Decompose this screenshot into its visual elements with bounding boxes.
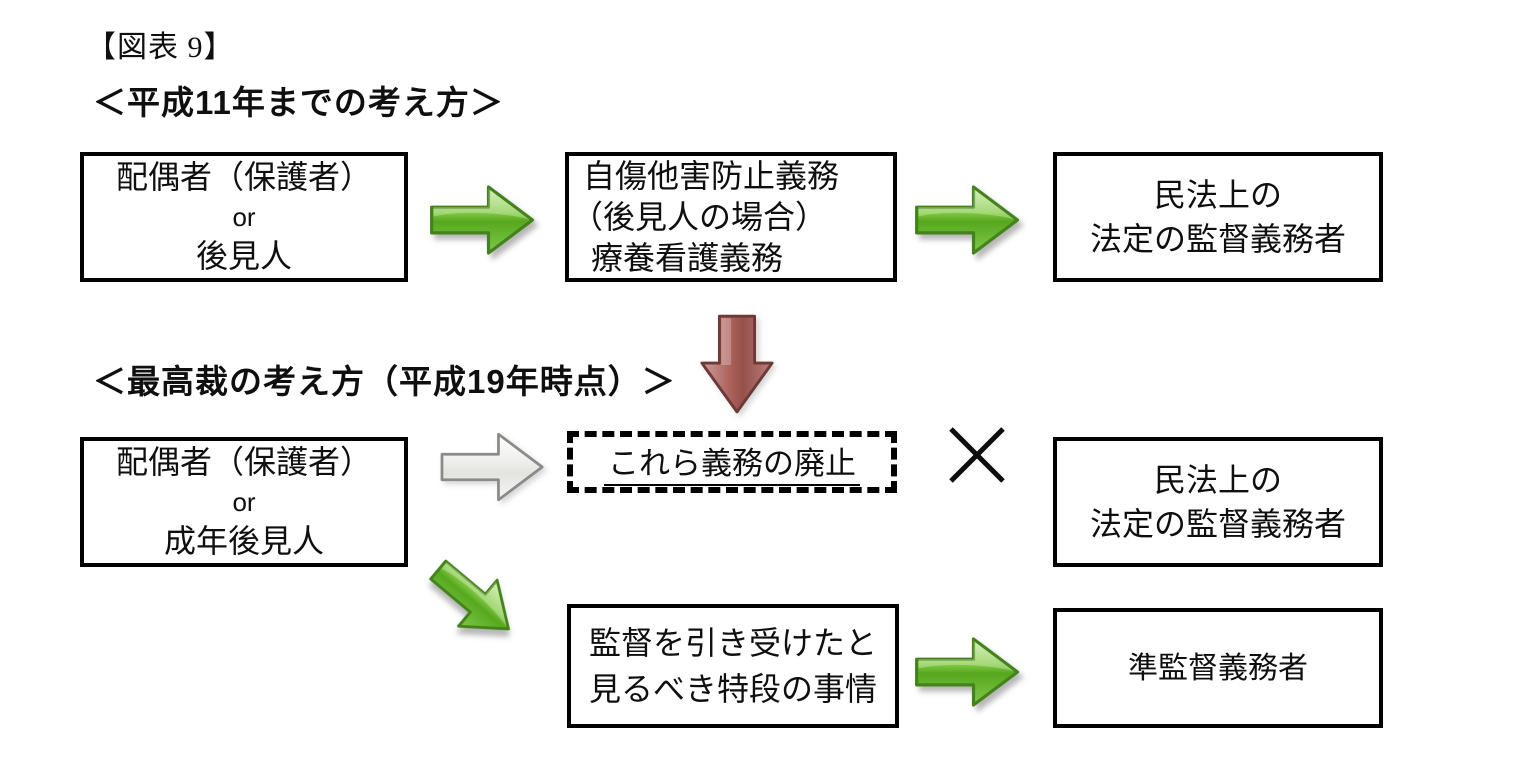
green-arrow-icon: [913, 176, 1023, 264]
abolition-label: これら義務の廃止: [604, 438, 860, 486]
figure-title: 【図表 9】: [86, 31, 235, 64]
box-line: 自傷他害防止義務: [583, 157, 840, 194]
red-down-arrow-icon: [696, 312, 778, 418]
box-line: 法定の監督義務者: [1089, 221, 1346, 257]
box-statutory-supervisor-old: 民法上の 法定の監督義務者: [1053, 152, 1383, 282]
box-spouse-or-guardian-old: 配偶者（保護者） or 後見人: [80, 152, 408, 282]
white-arrow-icon: [437, 426, 549, 508]
green-arrow-icon: [913, 628, 1023, 716]
box-line: or: [232, 487, 256, 517]
box-line: 民法上の: [1153, 177, 1282, 213]
box-line: or: [232, 202, 256, 232]
box-special-circumstances: 監督を引き受けたと 見るべき特段の事情: [567, 604, 899, 728]
box-line: 配偶者（保護者）: [115, 444, 372, 480]
box-spouse-or-adult-guardian: 配偶者（保護者） or 成年後見人: [80, 437, 408, 567]
box-line: 療養看護義務: [591, 239, 784, 276]
box-line: 法定の監督義務者: [1089, 506, 1346, 542]
box-duties-old: 自傷他害防止義務 （後見人の場合） 療養看護義務: [565, 152, 897, 282]
box-line: 成年後見人: [163, 523, 324, 559]
box-statutory-supervisor-new: 民法上の 法定の監督義務者: [1053, 437, 1383, 567]
section-heading-supreme-court: ＜最高裁の考え方（平成19年時点）＞: [93, 363, 676, 400]
green-arrow-icon: [428, 176, 538, 264]
box-line: 後見人: [195, 238, 292, 274]
section-heading-heisei11: ＜平成11年までの考え方＞: [93, 84, 504, 121]
cross-icon: [942, 420, 1012, 490]
dashed-box-abolition: これら義務の廃止: [567, 431, 897, 493]
box-line: 見るべき特段の事情: [588, 671, 877, 707]
box-line: 配偶者（保護者）: [115, 159, 372, 195]
box-line: 準監督義務者: [1128, 651, 1308, 685]
box-quasi-supervisor: 準監督義務者: [1053, 608, 1383, 728]
box-line: （後見人の場合）: [571, 198, 828, 235]
box-line: 民法上の: [1153, 462, 1282, 498]
box-line: 監督を引き受けたと: [588, 625, 877, 661]
